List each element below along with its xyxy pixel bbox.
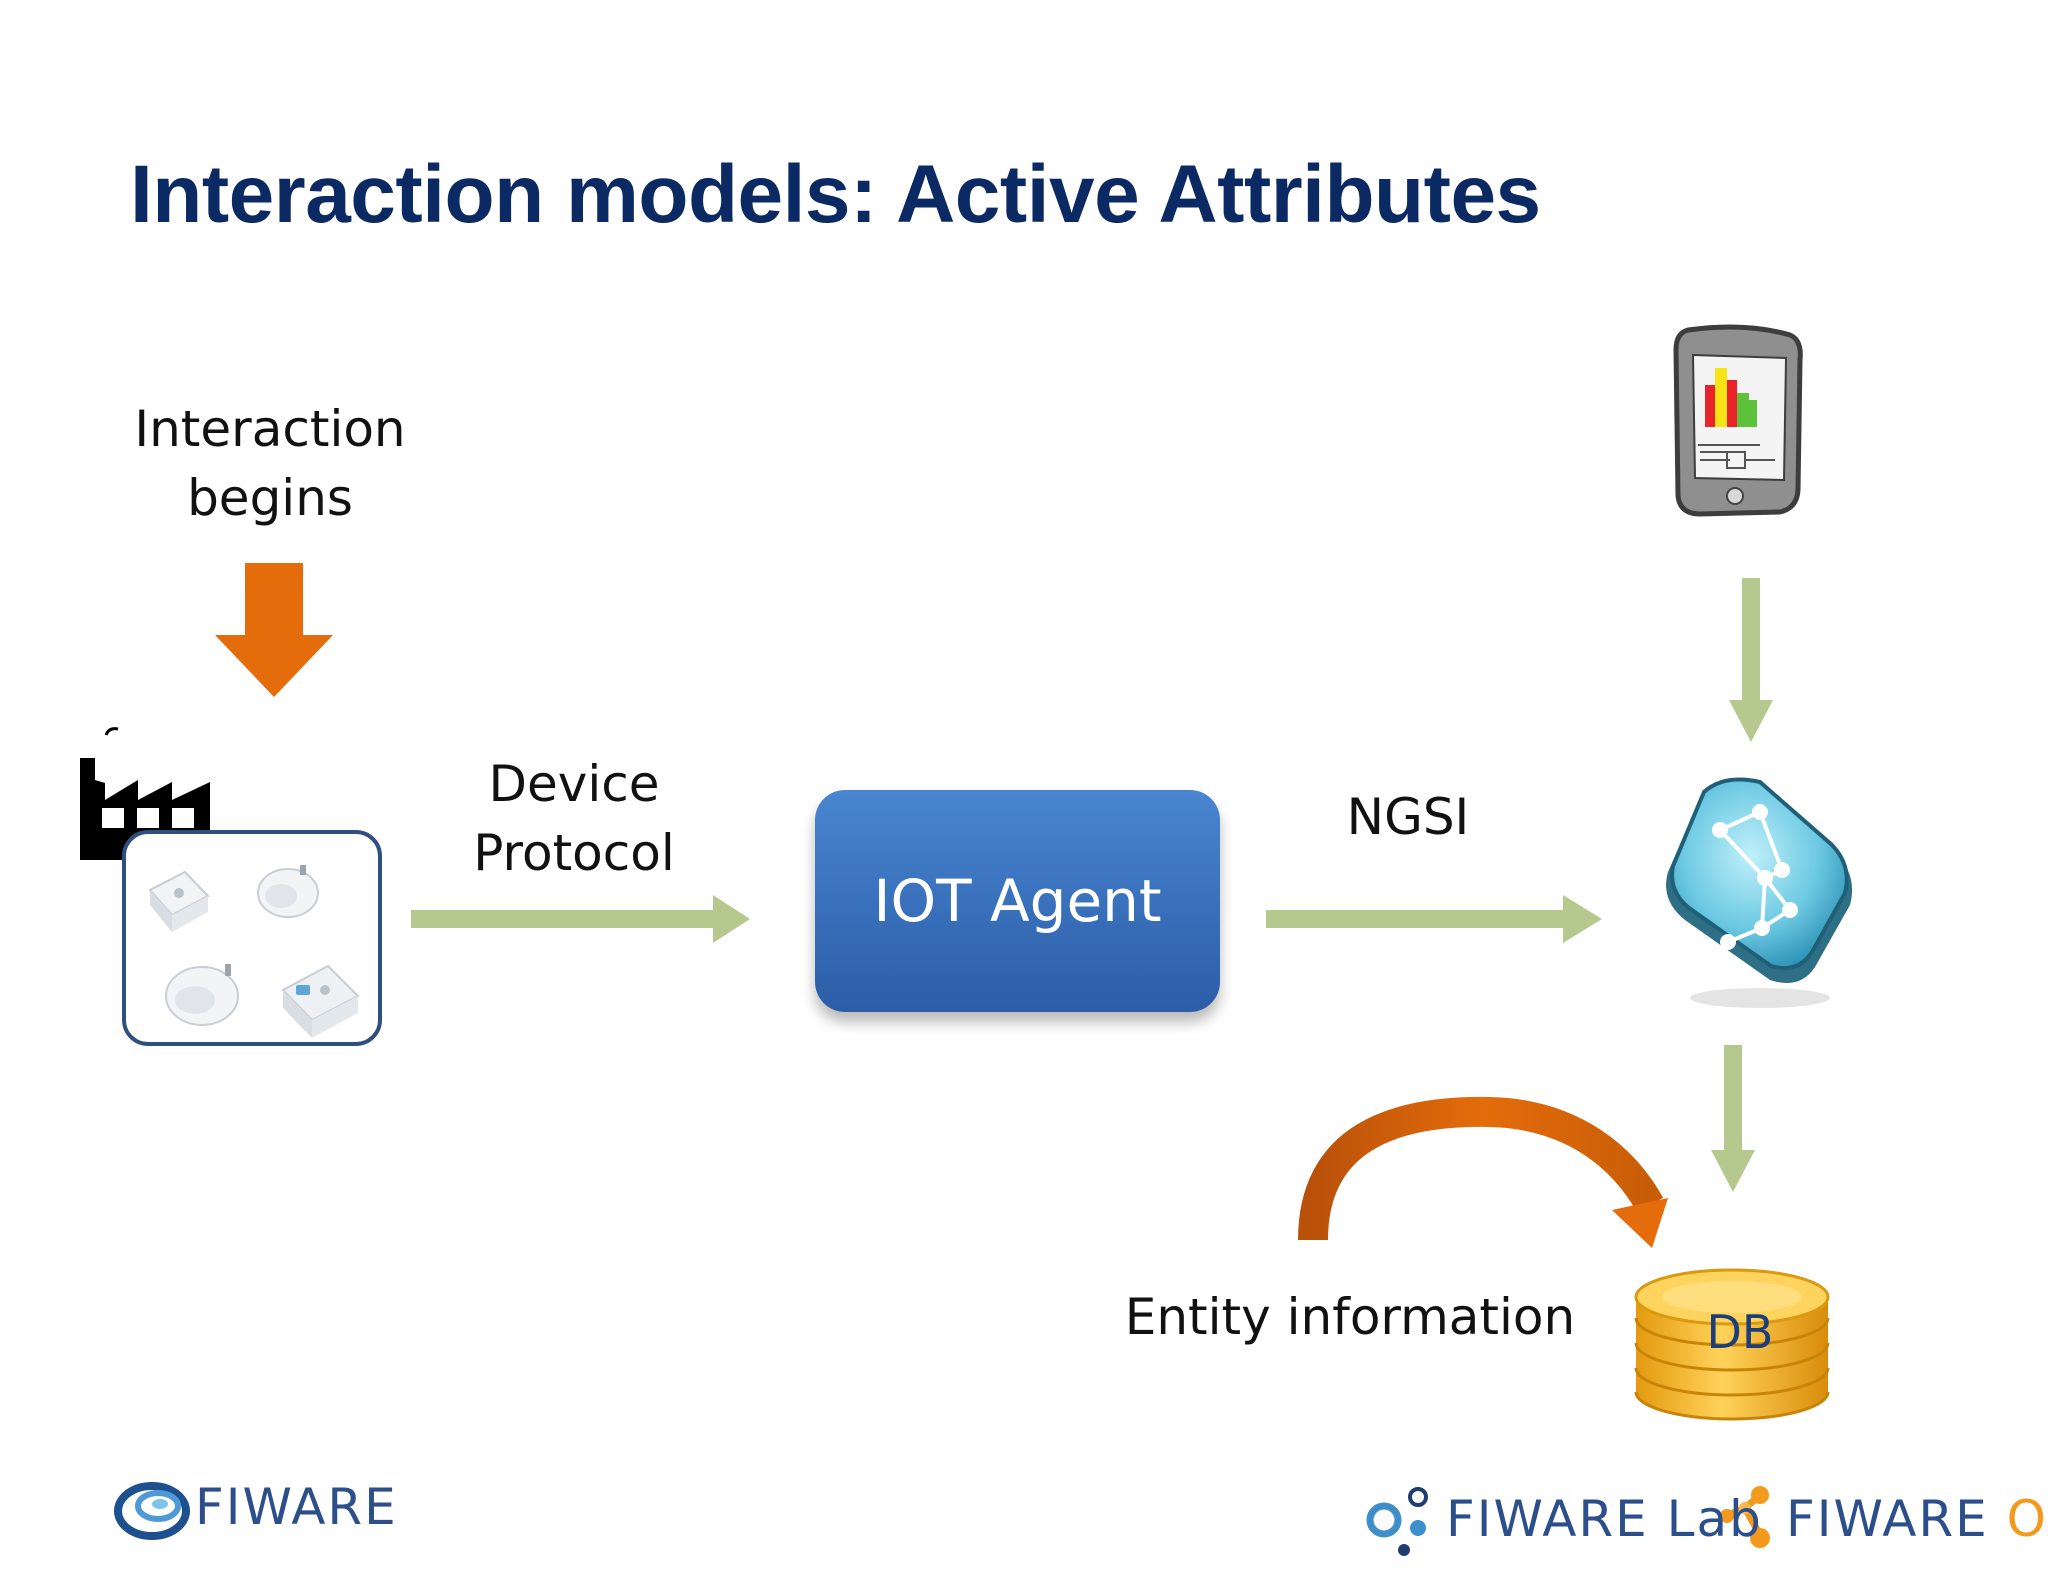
device-protocol-label: Device Protocol [424, 750, 724, 888]
fiware-lab-logo-text-b: Lab [1666, 1490, 1763, 1548]
interaction-begins-label: Interaction begins [120, 395, 420, 533]
broker-to-db-arrow [1711, 1045, 1755, 1192]
entity-information-label: Entity information [1124, 1288, 1576, 1346]
context-broker-icon [1666, 777, 1853, 1008]
fiware-logo-icon [114, 1482, 190, 1540]
iot-agent-box: IOT Agent [815, 790, 1220, 1012]
smart-plug-icon [148, 870, 210, 932]
entity-info-curved-arrow [1298, 1096, 1668, 1248]
database-icon [1634, 1268, 1830, 1421]
smart-sensor-icon [165, 964, 239, 1026]
fiware-lab-logo-text: FIWARE Lab [1446, 1490, 1763, 1548]
slide-title: Interaction models: Active Attributes [130, 149, 1541, 240]
app-to-broker-arrow [1729, 578, 1773, 742]
device-protocol-line2: Protocol [473, 824, 675, 882]
device-protocol-line1: Device [488, 755, 660, 813]
ngsi-arrow [1266, 895, 1602, 943]
device-protocol-arrow [411, 895, 750, 943]
fiware-logo-text: FIWARE [195, 1478, 398, 1536]
smart-plug-icon [281, 964, 360, 1038]
interaction-begins-line1: Interaction [134, 400, 406, 458]
smart-sensor-icon [257, 865, 319, 918]
db-label: DB [1706, 1305, 1774, 1359]
fiware-ops-logo-text-b: Ops [2006, 1490, 2048, 1548]
fiware-ops-logo-text-a: FIWARE [1786, 1490, 1989, 1548]
devices-frame [122, 830, 382, 1046]
iot-agent-label: IOT Agent [873, 867, 1162, 935]
ngsi-label: NGSI [1346, 788, 1470, 846]
fiware-lab-logo-icon [1366, 1487, 1428, 1556]
interaction-start-arrow [215, 563, 333, 697]
tablet-app-icon [1673, 324, 1803, 517]
fiware-ops-logo-icon [1720, 1486, 1770, 1548]
fiware-ops-logo-text: FIWARE Ops [1786, 1490, 2048, 1548]
fiware-lab-logo-text-a: FIWARE [1446, 1490, 1649, 1548]
interaction-begins-line2: begins [187, 469, 353, 527]
